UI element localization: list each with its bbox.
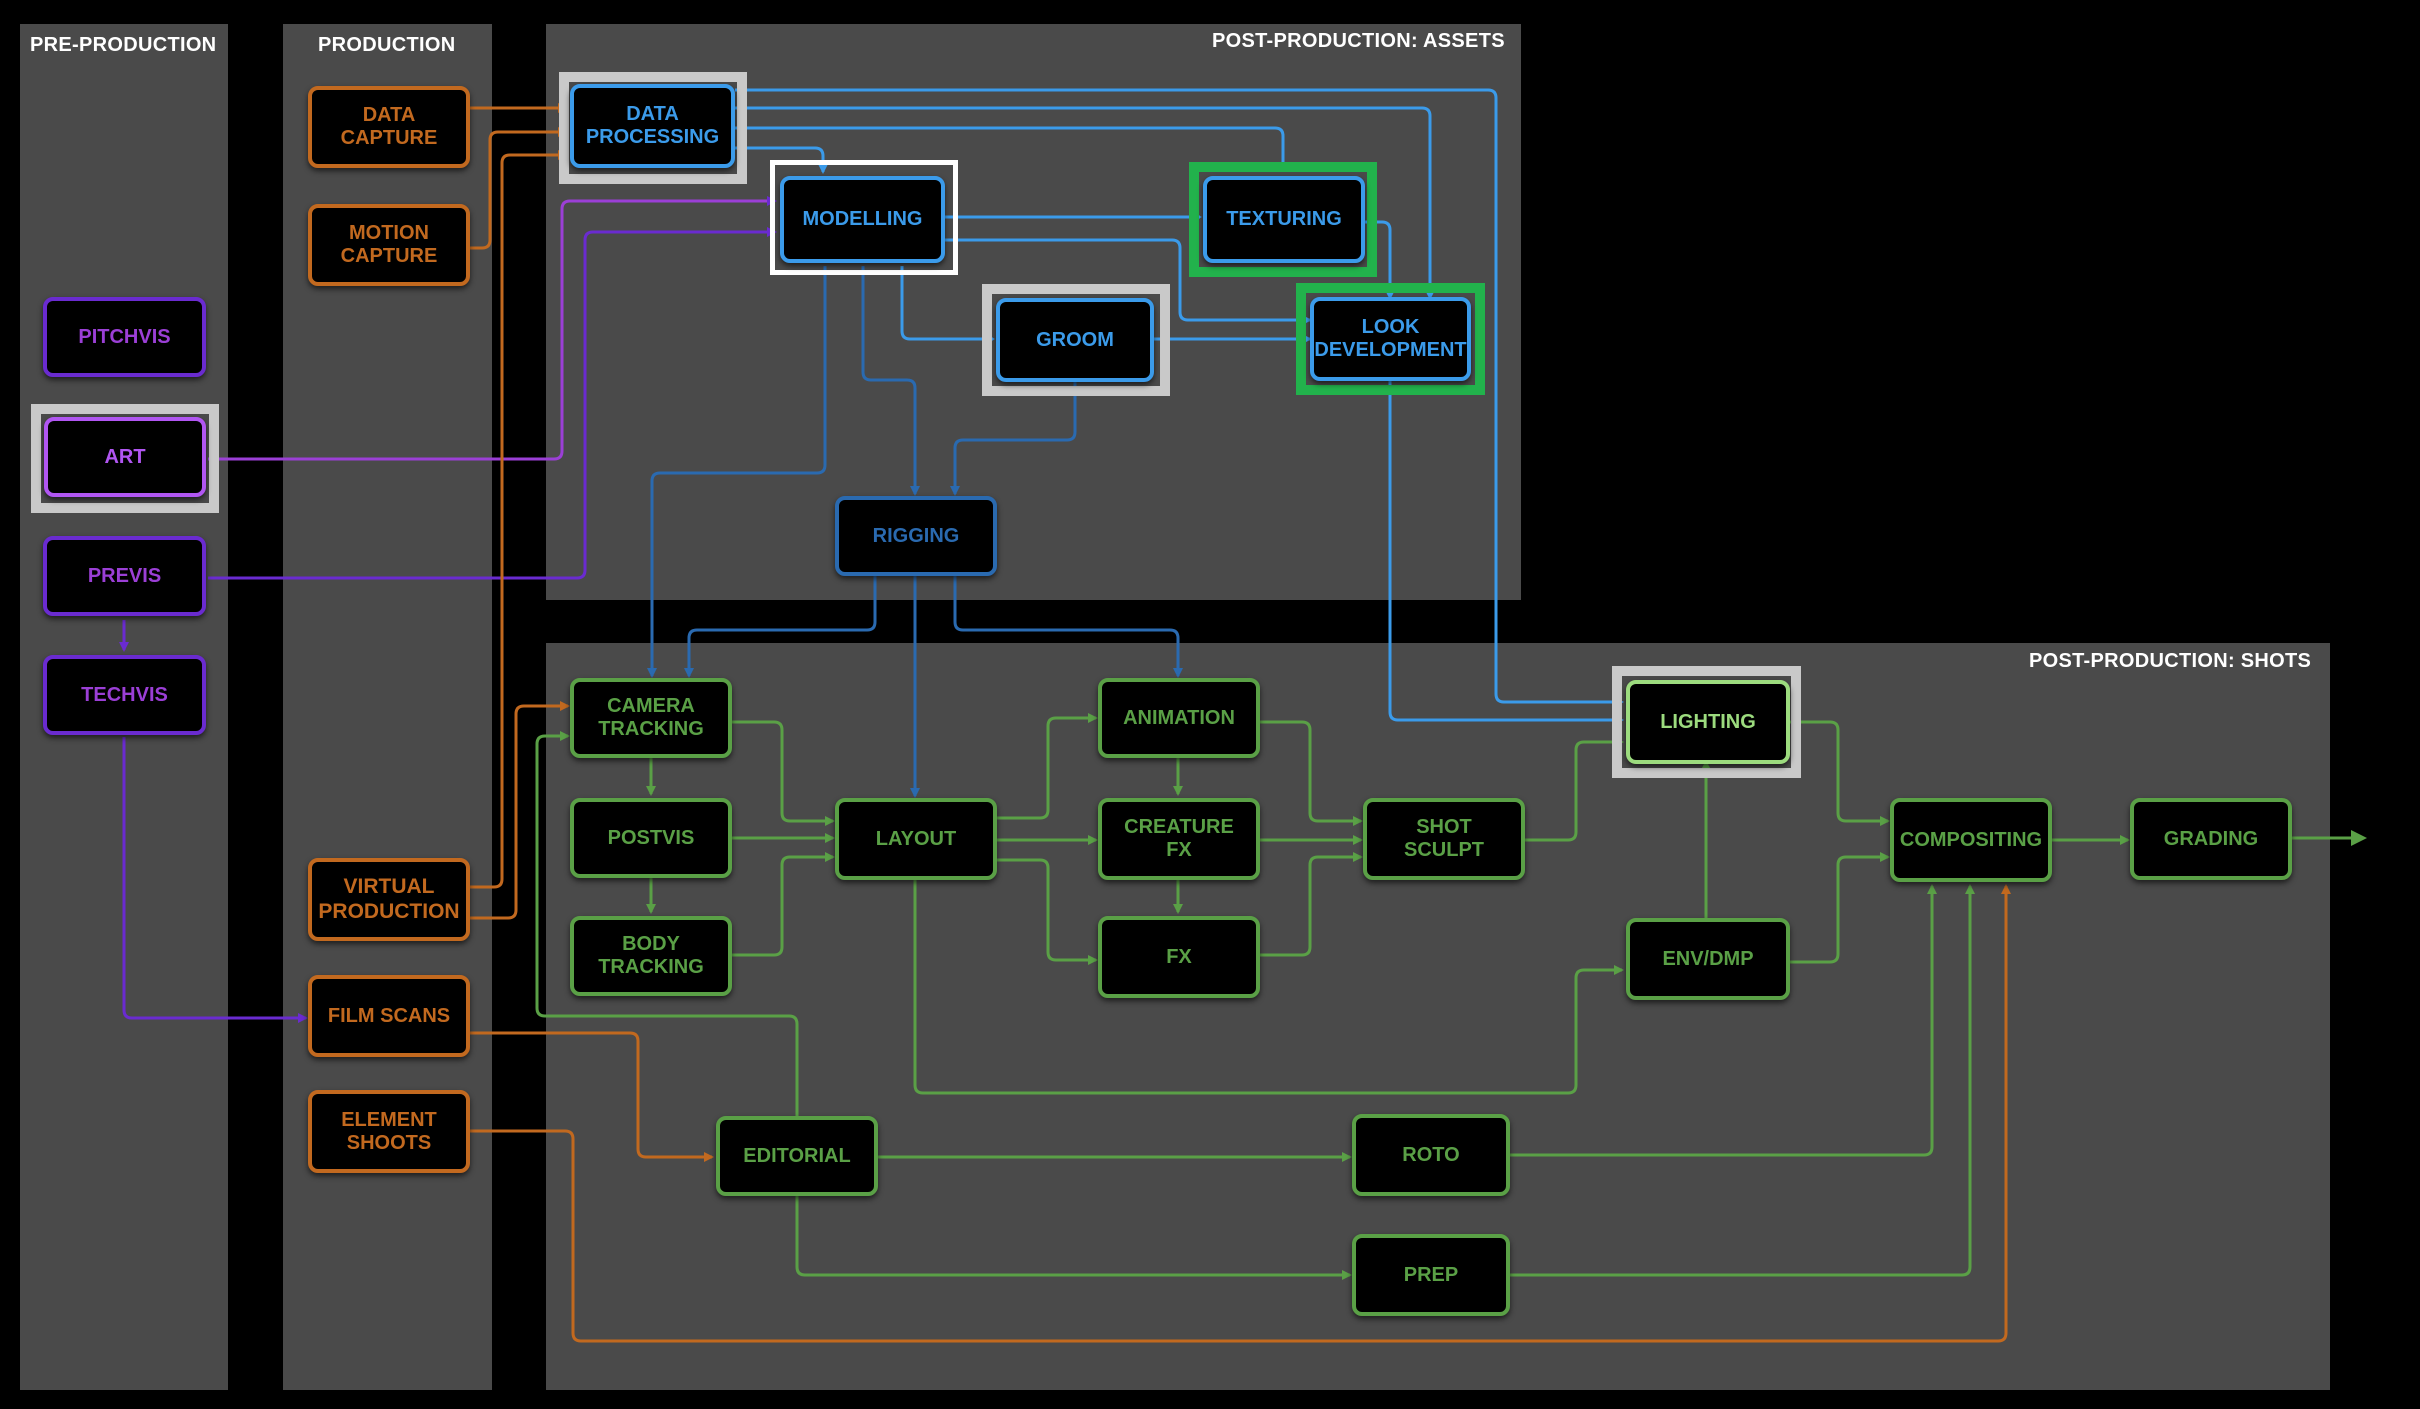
edge-elementshoots-compositing <box>470 884 2011 1343</box>
node-rigging[interactable]: RIGGING <box>835 496 997 576</box>
highlight-lighting <box>1612 666 1801 778</box>
edge-editorial-prep <box>795 1196 1352 1280</box>
node-art[interactable]: ART <box>44 417 206 497</box>
node-camera-tracking[interactable]: CAMERA TRACKING <box>570 678 732 758</box>
node-data-capture[interactable]: DATA CAPTURE <box>308 86 470 168</box>
edge-previs-modelling <box>208 227 777 580</box>
edge-animation-shotsculpt <box>1260 720 1363 826</box>
edge-motioncapture-dataprocessing <box>470 127 568 250</box>
highlight-texturing <box>1189 162 1377 277</box>
node-fx[interactable]: FX <box>1098 916 1260 998</box>
node-modelling[interactable]: MODELLING <box>780 176 945 263</box>
edge-filmscans-editorial <box>470 1031 714 1162</box>
edge-layout-envdmp <box>913 880 1624 1095</box>
pre-production-title: PRE-PRODUCTION <box>30 34 217 56</box>
node-body-tracking[interactable]: BODY TRACKING <box>570 916 732 996</box>
post-shots-title: POST-PRODUCTION: SHOTS <box>2029 650 2312 672</box>
node-compositing[interactable]: COMPOSITING <box>1890 798 2052 882</box>
edge-dataproc-texturing <box>735 126 1288 172</box>
edge-virtualprod-dataprocessing <box>470 150 568 889</box>
node-look-development[interactable]: LOOK DEVELOPMENT <box>1310 297 1471 381</box>
post-assets-title: POST-PRODUCTION: ASSETS <box>1212 30 1505 52</box>
node-prep[interactable]: PREP <box>1352 1234 1510 1316</box>
node-editorial[interactable]: EDITORIAL <box>716 1116 878 1196</box>
edge-dataproc-modelling <box>735 146 828 174</box>
node-texturing[interactable]: TEXTURING <box>1203 176 1365 263</box>
node-animation[interactable]: ANIMATION <box>1098 678 1260 758</box>
edge-techvis-filmscans <box>122 737 308 1023</box>
node-roto[interactable]: ROTO <box>1352 1114 1510 1196</box>
node-virtual-production[interactable]: VIRTUAL PRODUCTION <box>308 858 470 941</box>
edge-modelling-lookdev <box>945 238 1312 325</box>
edge-cameratracking-layout <box>732 720 835 826</box>
edge-texturing-lookdev <box>1365 220 1395 300</box>
edge-lookdev-lighting <box>1388 376 1624 725</box>
edge-groom-rigging <box>950 380 1077 496</box>
node-shot-sculpt[interactable]: SHOT SCULPT <box>1363 798 1525 880</box>
edge-dataproc-lighting <box>735 88 1624 707</box>
highlight-look-development <box>1296 283 1485 395</box>
node-creature-fx[interactable]: CREATURE FX <box>1098 798 1260 880</box>
edge-roto-compositing <box>1510 884 1937 1157</box>
edge-dataproc-lookdev <box>735 106 1435 300</box>
edge-modelling-cameratracking <box>647 266 827 678</box>
node-postvis[interactable]: POSTVIS <box>570 798 732 878</box>
edge-art-modelling <box>208 196 777 461</box>
node-layout[interactable]: LAYOUT <box>835 798 997 880</box>
node-env-dmp[interactable]: ENV/DMP <box>1626 918 1790 1000</box>
edge-virtualprod-cameratracking <box>470 701 570 920</box>
node-lighting[interactable]: LIGHTING <box>1626 680 1790 764</box>
edge-shotsculpt-lighting <box>1525 737 1624 842</box>
highlight-groom <box>982 284 1170 396</box>
edge-rigging-cameratracking <box>684 576 877 678</box>
highlight-data-processing <box>559 72 747 184</box>
edge-editorial-cameratracking <box>535 731 799 1116</box>
edge-lighting-compositing <box>1790 720 1890 826</box>
edge-envdmp-compositing <box>1790 852 1890 964</box>
node-previs[interactable]: PREVIS <box>43 536 206 616</box>
node-grading[interactable]: GRADING <box>2130 798 2292 880</box>
highlight-modelling <box>770 160 958 275</box>
edge-layout-animation <box>997 713 1098 820</box>
edge-prep-compositing <box>1510 884 1975 1277</box>
node-techvis[interactable]: TECHVIS <box>43 655 206 735</box>
node-element-shoots[interactable]: ELEMENT SHOOTS <box>308 1090 470 1173</box>
node-film-scans[interactable]: FILM SCANS <box>308 975 470 1057</box>
node-data-processing[interactable]: DATA PROCESSING <box>570 84 735 168</box>
node-groom[interactable]: GROOM <box>996 298 1154 382</box>
edge-layout-fx <box>997 858 1098 965</box>
highlight-art <box>31 404 219 513</box>
edge-bodytracking-layout <box>732 852 835 957</box>
node-pitchvis[interactable]: PITCHVIS <box>43 297 206 377</box>
edge-modelling-groom <box>900 266 995 344</box>
production-title: PRODUCTION <box>318 34 456 56</box>
edge-modelling-rigging <box>861 266 920 496</box>
edge-fx-shotsculpt <box>1260 852 1363 957</box>
node-motion-capture[interactable]: MOTION CAPTURE <box>308 204 470 286</box>
edge-rigging-animation <box>953 576 1183 678</box>
